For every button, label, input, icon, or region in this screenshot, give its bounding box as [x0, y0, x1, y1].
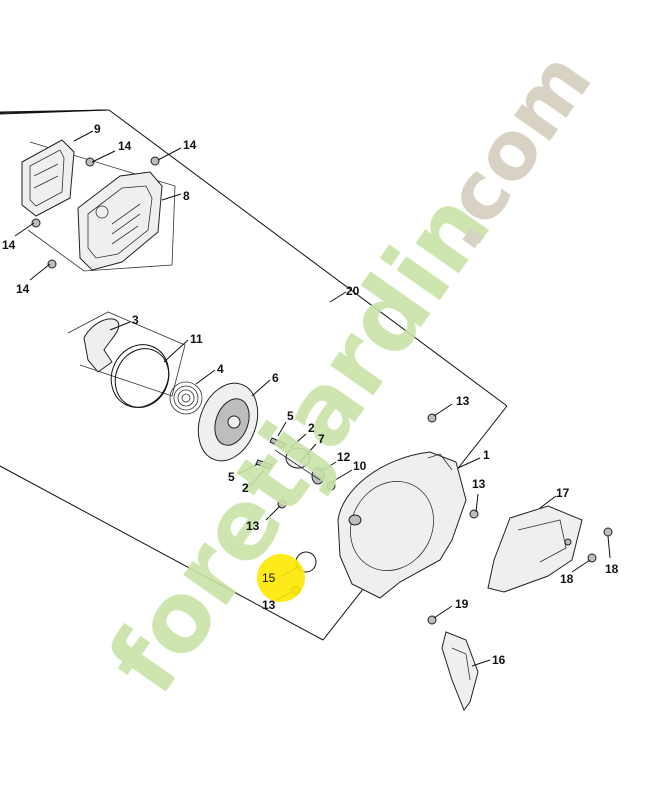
label-13-b: 13 — [472, 477, 486, 491]
part-6-rope-rotor — [197, 382, 259, 462]
part-15-highlight — [257, 554, 305, 602]
label-4: 4 — [217, 362, 224, 376]
label-13-a: 13 — [456, 394, 470, 408]
part-9-filter-frame — [21, 139, 75, 217]
label-19: 19 — [455, 597, 469, 611]
label-9: 9 — [94, 122, 101, 136]
label-14-a: 14 — [118, 139, 132, 153]
part-labels: 9 14 14 8 14 14 20 3 11 4 6 13 5 2 7 1 1… — [2, 122, 619, 667]
part-16-deflector — [441, 631, 479, 712]
label-5-a: 5 — [287, 409, 294, 423]
watermark-text-green: foretjardin — [87, 173, 512, 713]
part-14-screws — [31, 156, 160, 269]
label-8: 8 — [183, 189, 190, 203]
label-13-d: 13 — [262, 598, 276, 612]
label-12: 12 — [337, 450, 351, 464]
part-3-starter-grip — [83, 318, 120, 373]
label-17: 17 — [556, 486, 570, 500]
part-17-cover — [487, 505, 583, 593]
leader-lines — [14, 130, 611, 667]
label-10: 10 — [353, 459, 367, 473]
part-18-screws — [587, 527, 613, 563]
label-5-b: 5 — [228, 470, 235, 484]
label-18-a: 18 — [560, 572, 574, 586]
label-18-b: 18 — [605, 562, 619, 576]
part-4-rewind-spring — [169, 381, 203, 415]
label-20: 20 — [346, 284, 360, 298]
label-16: 16 — [492, 653, 506, 667]
label-2-a: 2 — [308, 421, 315, 435]
part-1-fan-housing — [337, 451, 467, 599]
label-14-b: 14 — [183, 138, 197, 152]
label-7: 7 — [318, 432, 325, 446]
label-3: 3 — [132, 313, 139, 327]
label-2-b: 2 — [242, 481, 249, 495]
watermark-text-grey: .com — [409, 36, 609, 266]
label-14-c: 14 — [2, 238, 16, 252]
part-8-filter-housing — [77, 171, 163, 271]
label-1: 1 — [483, 448, 490, 462]
small-starter-parts — [255, 437, 336, 491]
watermark: foretjardin .com — [87, 36, 609, 714]
part-11-starter-rope — [110, 344, 170, 408]
label-11: 11 — [190, 332, 203, 346]
label-14-d: 14 — [16, 282, 30, 296]
label-6: 6 — [272, 371, 279, 385]
label-13-c: 13 — [246, 519, 260, 533]
label-15: 15 — [262, 571, 276, 585]
assembly-outline — [0, 109, 508, 641]
